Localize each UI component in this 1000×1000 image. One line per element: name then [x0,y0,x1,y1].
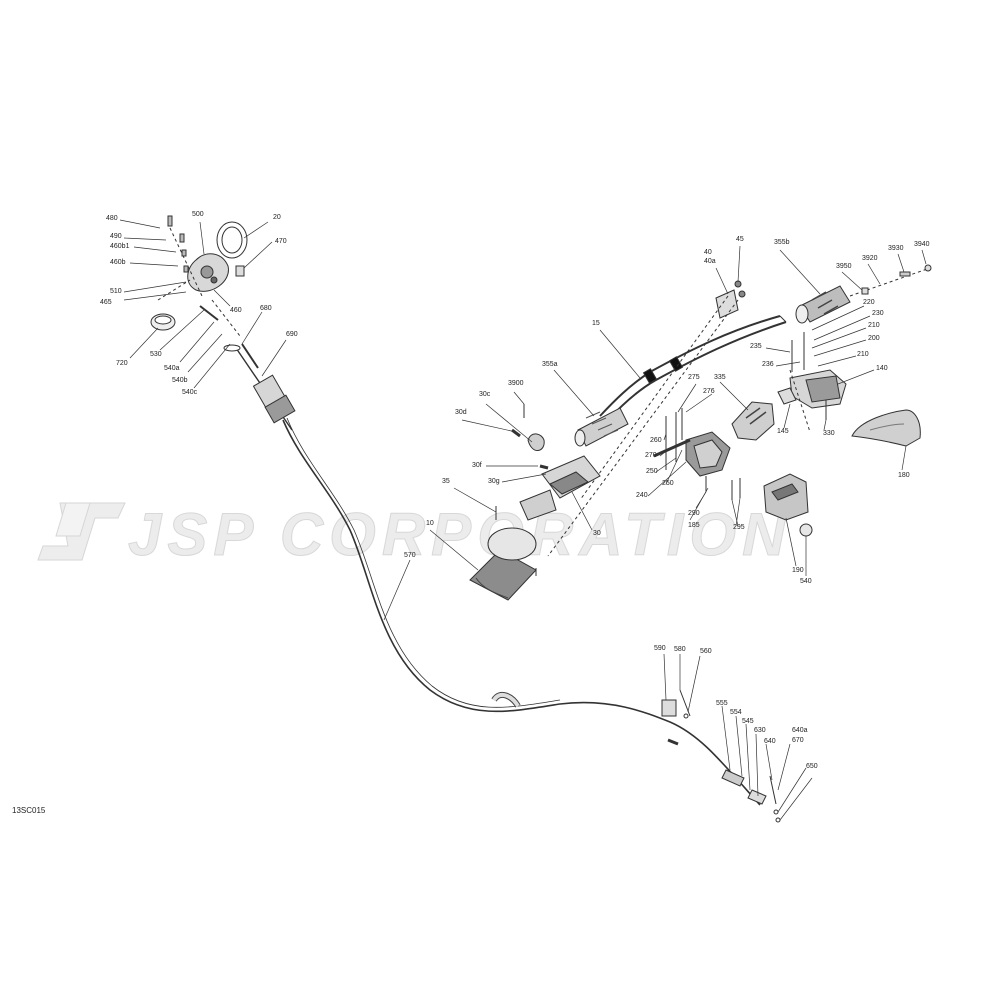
callout-35: 35 [442,478,450,485]
callout-20: 20 [273,214,281,221]
hand-guard [851,409,921,447]
callout-30d: 30d [455,409,467,416]
callout-10: 10 [426,520,434,527]
callout-510: 510 [110,288,122,295]
callout-500: 500 [192,211,204,218]
callout-355b: 355b [774,239,790,246]
callout-590: 580 [674,646,686,653]
callout-540c: 540c [182,389,198,396]
callout-580: 560 [700,648,712,655]
callout-110: 335 [714,374,726,381]
callout-330: 180 [898,472,910,479]
callout-555: 554 [730,709,742,716]
callout-3950: 3950 [836,263,852,270]
callout-30f: 30f [472,462,482,469]
callout-15: 15 [592,320,600,327]
callout-554: 545 [742,718,754,725]
callout-460: 460 [230,307,242,314]
callout-690: 690 [286,331,298,338]
callout-540b: 540b [172,377,188,384]
callout-140: 140 [876,365,888,372]
callout-560: 555 [716,700,728,707]
callout-3920: 3920 [862,255,878,262]
callout-235: 235 [750,343,762,350]
figure-id: 13SC015 [12,806,46,815]
throttle-cable [282,419,761,806]
callout-295: 295 [733,524,745,531]
callout-276: 276 [703,388,715,395]
callout-200: 200 [868,335,880,342]
callout-220: 220 [863,299,875,306]
callout-335: 145 [777,428,789,435]
callout-3900: 3900 [508,380,524,387]
callout-30g: 30g [488,478,500,485]
callout-680: 680 [260,305,272,312]
callout-720: 720 [116,360,128,367]
callout-210-a: 210 [868,322,880,329]
callout-630: 640 [764,738,776,745]
callout-670: 650 [806,763,818,770]
callout-640: 640a [792,727,808,734]
callout-540a: 540a [164,365,180,372]
callout-40: 40 [704,249,712,256]
handlebar [599,315,781,417]
callout-540: 570 [404,552,416,559]
callout-260: 260 [650,437,662,444]
callout-180: 190 [792,567,804,574]
callout-145: 330 [823,430,835,437]
callout-3930: 3930 [888,245,904,252]
callout-250-a: 250 [646,468,658,475]
callout-185: 185 [688,522,700,529]
callout-490: 490 [110,233,122,240]
callout-3940: 3940 [914,241,930,248]
callout-290: 290 [688,510,700,517]
callout-30c: 30c [479,391,491,398]
callout-545: 630 [754,727,766,734]
callout-236: 236 [762,361,774,368]
callout-270: 270 [645,452,657,459]
callout-465: 465 [100,299,112,306]
callout-30: 30 [593,530,601,537]
callout-355a: 355a [542,361,558,368]
callout-275: 275 [688,374,700,381]
callout-45: 45 [736,236,744,243]
callout-190: 540 [800,578,812,585]
callout-570: 590 [654,645,666,652]
callout-240: 240 [636,492,648,499]
callout-480: 480 [106,215,118,222]
callout-210-b: 210 [857,351,869,358]
callout-460b1: 460b1 [110,243,130,250]
callout-640a: 670 [792,737,804,744]
callout-530: 530 [150,351,162,358]
callout-470: 470 [275,238,287,245]
callout-250-b: 250 [662,480,674,487]
callout-40a: 40a [704,258,716,265]
callout-460b: 460b [110,259,126,266]
callout-230: 230 [872,310,884,317]
